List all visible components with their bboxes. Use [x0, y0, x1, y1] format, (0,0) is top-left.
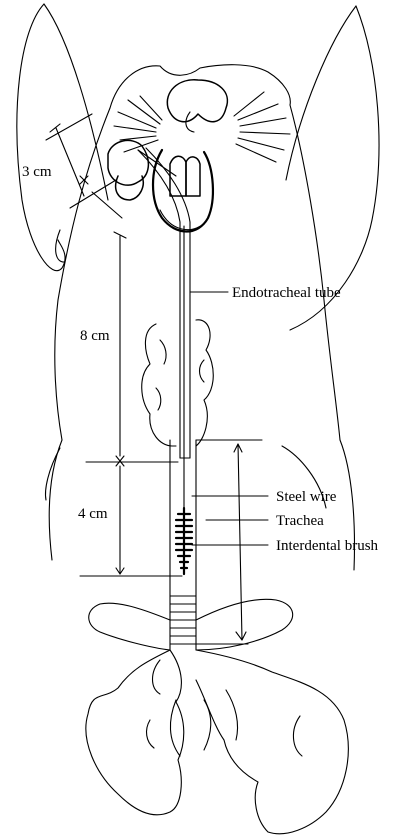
larynx-tissue — [142, 320, 214, 446]
label-trachea: Trachea — [276, 513, 324, 529]
right-ear — [286, 6, 379, 330]
label-interdental-brush: Interdental brush — [276, 538, 379, 554]
dimension-trachea-span — [196, 440, 262, 644]
leader-lines — [190, 292, 268, 545]
mouth-incisors — [153, 150, 213, 232]
label-4cm: 4 cm — [78, 506, 108, 522]
label-3cm: 3 cm — [22, 164, 52, 180]
label-8cm: 8 cm — [80, 328, 110, 344]
nose — [167, 80, 227, 132]
interdental-brush — [176, 508, 192, 574]
label-steel-wire: Steel wire — [276, 489, 337, 505]
whiskers-right — [234, 92, 290, 162]
left-ear — [17, 4, 108, 271]
endotracheal-tube — [138, 148, 190, 458]
label-endotracheal-tube: Endotracheal tube — [232, 285, 341, 301]
lungs — [86, 599, 348, 833]
